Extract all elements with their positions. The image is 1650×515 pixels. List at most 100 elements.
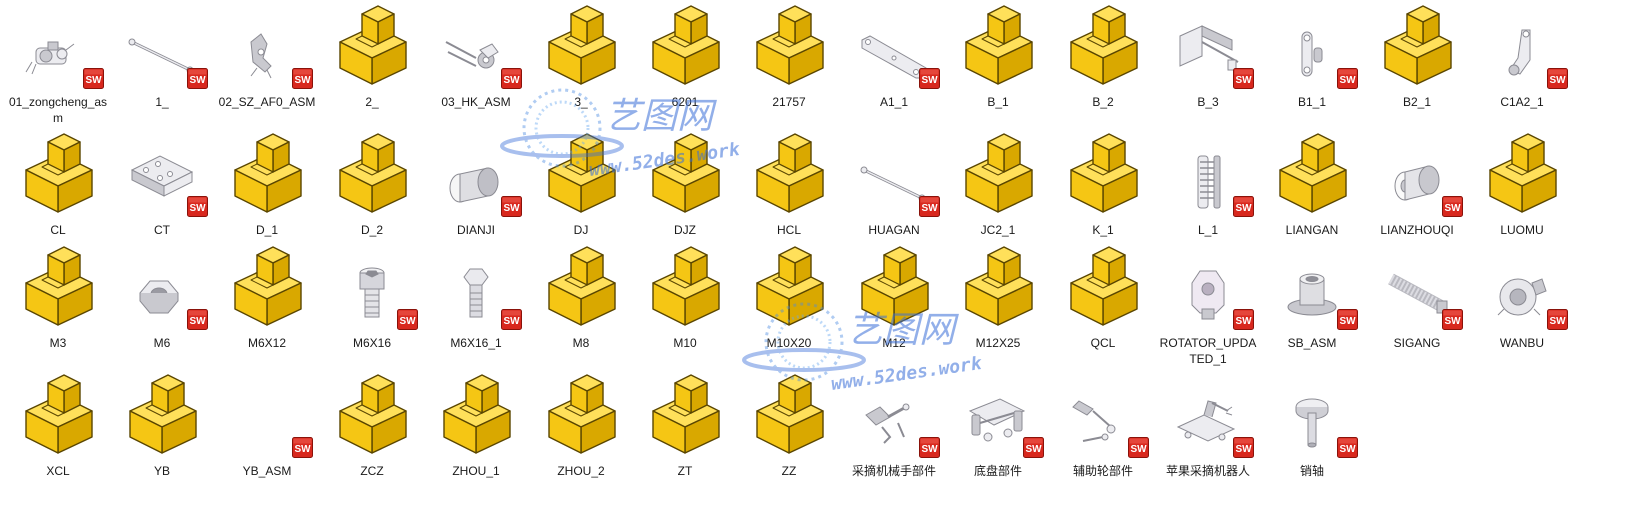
file-name-label: 销轴 (1299, 464, 1324, 478)
solidworks-badge-icon: SW (1442, 196, 1463, 217)
file-item[interactable]: SW 采摘机械手部件 (842, 369, 946, 498)
file-item[interactable]: SW CT (110, 128, 214, 257)
hex-bolt-icon (436, 243, 516, 333)
file-item[interactable]: B2_1 (1365, 0, 1469, 129)
svg-text:SW: SW (1549, 75, 1566, 86)
file-name-label: HUAGAN (868, 223, 920, 237)
file-item[interactable]: 2_ (320, 0, 424, 129)
file-item[interactable]: SW YB_ASM (215, 369, 319, 498)
file-name-label: ROTATOR_UPDATED_1 (1159, 336, 1257, 366)
file-item[interactable]: LUOMU (1470, 128, 1574, 257)
file-item[interactable]: ZHOU_1 (424, 369, 528, 498)
file-item[interactable]: ZHOU_2 (529, 369, 633, 498)
file-item[interactable]: ZCZ (320, 369, 424, 498)
file-name-label: B_3 (1197, 95, 1219, 109)
file-item[interactable]: YB (110, 369, 214, 498)
file-name-label: ZCZ (360, 464, 384, 478)
solidworks-badge-icon: SW (1023, 437, 1044, 458)
file-item[interactable]: SW M6 (110, 241, 214, 370)
file-item[interactable]: SW 辅助轮部件 (1051, 369, 1155, 498)
svg-text:SW: SW (1025, 444, 1042, 455)
file-item[interactable]: M6X12 (215, 241, 319, 370)
file-item[interactable]: 3_ (529, 0, 633, 129)
file-item[interactable]: SW 02_SZ_AF0_ASM (215, 0, 319, 129)
file-name-label: SB_ASM (1287, 336, 1337, 350)
file-name-label: 01_zongcheng_asm (8, 95, 108, 125)
file-name-label: 02_SZ_AF0_ASM (218, 95, 316, 109)
file-item[interactable]: SW SB_ASM (1260, 241, 1364, 370)
file-item[interactable]: SW A1_1 (842, 0, 946, 129)
file-name-label: M10X20 (766, 336, 812, 350)
svg-text:SW: SW (1339, 316, 1356, 327)
nut-icon (122, 243, 202, 333)
file-item[interactable]: K_1 (1051, 128, 1155, 257)
file-item[interactable]: CL (6, 128, 110, 257)
file-item[interactable]: SW M6X16_1 (424, 241, 528, 370)
motor-cylinder-icon (436, 130, 516, 220)
file-name-label: D_1 (255, 223, 278, 237)
part-file-icon (541, 2, 621, 92)
svg-text:SW: SW (399, 316, 416, 327)
file-item[interactable]: SW ROTATOR_UPDATED_1 (1156, 241, 1260, 370)
file-item[interactable]: M10 (633, 241, 737, 370)
file-item[interactable]: SW 底盘部件 (946, 369, 1050, 498)
part-file-icon (1377, 2, 1457, 92)
file-item[interactable]: SW 03_HK_ASM (424, 0, 528, 129)
file-item[interactable]: SW L_1 (1156, 128, 1260, 257)
part-file-icon (1482, 130, 1562, 220)
file-item[interactable]: LIANGAN (1260, 128, 1364, 257)
file-item[interactable]: SW LIANZHOUQI (1365, 128, 1469, 257)
svg-text:SW: SW (1235, 203, 1252, 214)
file-item[interactable]: SW 1_ (110, 0, 214, 129)
file-name-label: M6X16_1 (450, 336, 502, 350)
file-item[interactable]: SW HUAGAN (842, 128, 946, 257)
file-item[interactable]: B_1 (946, 0, 1050, 129)
file-item[interactable]: D_1 (215, 128, 319, 257)
file-item[interactable]: ZT (633, 369, 737, 498)
file-item[interactable]: JC2_1 (946, 128, 1050, 257)
file-item[interactable]: M3 (6, 241, 110, 370)
file-name-label: B_1 (987, 95, 1009, 109)
file-item[interactable]: DJ (529, 128, 633, 257)
solidworks-badge-icon: SW (187, 309, 208, 330)
file-name-label: D_2 (360, 223, 383, 237)
file-item[interactable]: SW DIANJI (424, 128, 528, 257)
file-item[interactable]: SW C1A2_1 (1470, 0, 1574, 129)
svg-text:SW: SW (1235, 316, 1252, 327)
file-name-label: WANBU (1499, 336, 1545, 350)
file-item[interactable]: B_2 (1051, 0, 1155, 129)
file-item[interactable]: 6201 (633, 0, 737, 129)
bearing-housing-icon (1272, 243, 1352, 333)
svg-text:SW: SW (85, 75, 102, 86)
file-item[interactable]: D_2 (320, 128, 424, 257)
file-name-label: CT (154, 223, 170, 237)
file-item[interactable]: ZZ (737, 369, 841, 498)
file-item[interactable]: SW M6X16 (320, 241, 424, 370)
file-item[interactable]: M10X20 (737, 241, 841, 370)
file-item[interactable]: SW SIGANG (1365, 241, 1469, 370)
part-file-icon (749, 243, 829, 333)
file-item[interactable]: HCL (737, 128, 841, 257)
rod-icon (854, 130, 934, 220)
file-item[interactable]: XCL (6, 369, 110, 498)
file-item[interactable]: SW 苹果采摘机器人 (1156, 369, 1260, 498)
file-item[interactable]: SW 销轴 (1260, 369, 1364, 498)
file-item[interactable]: SW 01_zongcheng_asm (6, 0, 110, 129)
file-item[interactable]: SW B1_1 (1260, 0, 1364, 129)
file-item[interactable]: DJZ (633, 128, 737, 257)
file-name-label: 采摘机械手部件 (851, 464, 936, 478)
file-item[interactable]: M12 (842, 241, 946, 370)
file-item[interactable]: 21757 (737, 0, 841, 129)
file-item[interactable]: M12X25 (946, 241, 1050, 370)
solidworks-badge-icon: SW (1337, 437, 1358, 458)
file-item[interactable]: SW B_3 (1156, 0, 1260, 129)
svg-text:SW: SW (189, 203, 206, 214)
file-item[interactable]: QCL (1051, 241, 1155, 370)
frame-icon (1168, 2, 1248, 92)
file-name-label: ZT (677, 464, 693, 478)
file-name-label: B1_1 (1297, 95, 1327, 109)
file-item[interactable]: SW WANBU (1470, 241, 1574, 370)
file-item[interactable]: M8 (529, 241, 633, 370)
file-name-label: CL (50, 223, 66, 237)
file-name-label: LUOMU (1500, 223, 1544, 237)
